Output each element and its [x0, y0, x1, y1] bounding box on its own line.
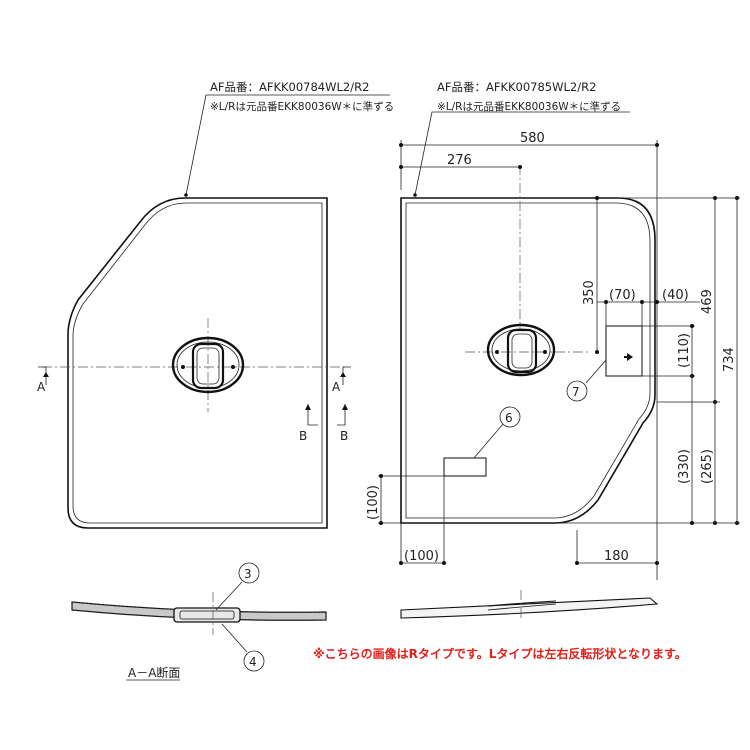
svg-text:6: 6: [505, 411, 513, 425]
label-part-6: [443, 457, 487, 477]
left-section-b-left: [305, 404, 318, 426]
callout-7: 7: [566, 359, 607, 402]
footer-note: ※こちらの画像はRタイプです。Lタイプは左右反転形状となります。: [313, 646, 687, 661]
right-part-number: AF品番：AFKK00785WL2/R2: [437, 80, 596, 94]
right-panel-outline: [400, 197, 656, 524]
dim-lower-265: (265): [700, 449, 715, 484]
left-part-note: ※L/Rは元品番EKK80036W＊に準ずる: [210, 100, 394, 113]
right-panel-inner-outline: [405, 202, 651, 519]
dimensions: 580 276 350 (70) (40) (110) 734 469: [366, 131, 740, 580]
dim-height-total: 734: [722, 347, 737, 372]
callout-4: 4: [221, 623, 265, 672]
left-panel: A A B B AF品番：AFKK00784WL2/R2 ※L/Rは元品番EKK…: [37, 80, 394, 529]
callout-6: 6: [473, 406, 521, 459]
dim-bottom-180: 180: [604, 549, 629, 564]
svg-text:3: 3: [244, 567, 252, 581]
dim-vent-height: (110): [677, 333, 692, 368]
left-section-a-right: [340, 366, 351, 385]
left-section-b-right: [337, 404, 348, 426]
dim-to-handle: 276: [447, 153, 472, 168]
dim-handle-v: 350: [582, 280, 597, 305]
dim-bottom-100-h: (100): [404, 549, 439, 564]
vent-part-7: [605, 325, 643, 377]
dim-lower-330: (330): [677, 449, 692, 484]
svg-text:4: 4: [249, 655, 257, 669]
dim-height-upper: 469: [700, 289, 715, 314]
section-a-a-label: A－A断面: [128, 665, 180, 680]
section-a-a-view: [71, 592, 327, 635]
left-handle: [171, 336, 245, 394]
right-handle: [486, 323, 556, 377]
left-section-b-left-label: B: [299, 429, 307, 443]
dim-bottom-100-v: (100): [366, 485, 381, 520]
section-b-b-view: [400, 590, 659, 619]
left-panel-outline: [67, 197, 328, 529]
left-panel-inner-outline: [72, 202, 323, 524]
dim-vent-width: (40): [662, 288, 689, 303]
right-part-note: ※L/Rは元品番EKK80036W＊に準ずる: [437, 100, 621, 113]
left-section-b-right-label: B: [340, 429, 348, 443]
right-panel: AF品番：AFKK00785WL2/R2 ※L/Rは元品番EKK80036W＊に…: [400, 80, 656, 524]
left-part-number: AF品番：AFKK00784WL2/R2: [210, 80, 369, 94]
dim-width-total: 580: [520, 131, 545, 146]
svg-text:7: 7: [572, 385, 580, 399]
dim-vent-offset: (70): [609, 288, 636, 303]
arrow-right-icon: [627, 353, 633, 361]
left-section-a-left-label: A: [37, 380, 46, 394]
left-section-a-right-label: A: [332, 380, 341, 394]
callout-3: 3: [215, 562, 260, 611]
left-part-leader: [185, 94, 390, 196]
left-section-a-left: [38, 366, 49, 385]
